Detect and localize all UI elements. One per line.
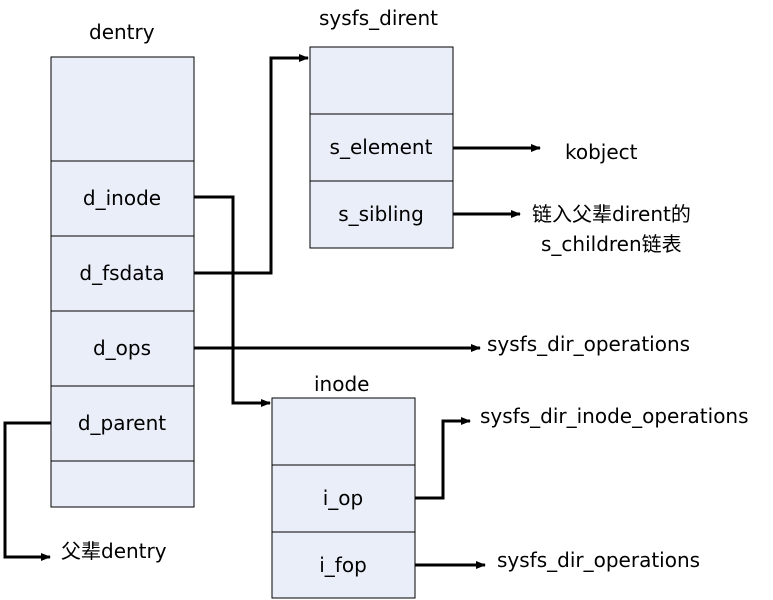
dentry-header-cell bbox=[50, 56, 195, 162]
sibling-target-line2: s_children链表 bbox=[541, 232, 682, 256]
d-parent-label: d_parent bbox=[78, 411, 166, 435]
inode-struct: i_op i_fop bbox=[271, 397, 416, 599]
s-element-label: s_element bbox=[330, 135, 433, 159]
parent-target-label: 父辈dentry bbox=[61, 539, 167, 563]
d-fsdata-label: d_fsdata bbox=[79, 261, 164, 285]
sysfs-dirent-header-cell bbox=[309, 46, 454, 115]
dentry-field-d-fsdata bbox=[50, 235, 195, 312]
dentry-field-d-ops bbox=[50, 310, 195, 387]
d-ops-label: d_ops bbox=[93, 336, 151, 360]
sysfs-dirent-struct: s_element s_sibling bbox=[309, 46, 454, 249]
i-op-arrow bbox=[415, 417, 471, 500]
d-parent-arrow bbox=[3, 421, 51, 561]
dentry-title: dentry bbox=[89, 20, 155, 44]
s-sibling-label: s_sibling bbox=[338, 202, 424, 226]
sysfs-dirent-title: sysfs_dirent bbox=[319, 6, 438, 30]
i-op-target-label: sysfs_dir_inode_operations bbox=[480, 404, 749, 428]
d-ops-target-label: sysfs_dir_operations bbox=[487, 332, 691, 356]
kobject-label: kobject bbox=[565, 140, 638, 164]
i-op-label: i_op bbox=[323, 486, 364, 510]
dentry-field-d-parent bbox=[50, 385, 195, 462]
sysfs-dirent-field-s-sibling bbox=[309, 180, 454, 249]
d-inode-label: d_inode bbox=[83, 186, 161, 210]
inode-header-cell bbox=[271, 397, 416, 466]
dentry-field-d-inode bbox=[50, 160, 195, 237]
connectors bbox=[3, 54, 541, 569]
sysfs-dirent-field-s-element bbox=[309, 113, 454, 182]
inode-title: inode bbox=[314, 372, 370, 396]
sibling-target-line1: 链入父辈dirent的 bbox=[532, 202, 691, 226]
inode-field-i-fop bbox=[271, 531, 416, 599]
dentry-footer-cell bbox=[50, 460, 195, 508]
dentry-struct: d_inode d_fsdata d_ops d_parent bbox=[50, 56, 195, 508]
i-fop-label: i_fop bbox=[319, 553, 367, 577]
d-fsdata-to-sysfs-dirent-arrow bbox=[194, 54, 309, 275]
d-inode-to-inode-arrow bbox=[194, 195, 271, 407]
i-fop-target-label: sysfs_dir_operations bbox=[497, 548, 701, 572]
